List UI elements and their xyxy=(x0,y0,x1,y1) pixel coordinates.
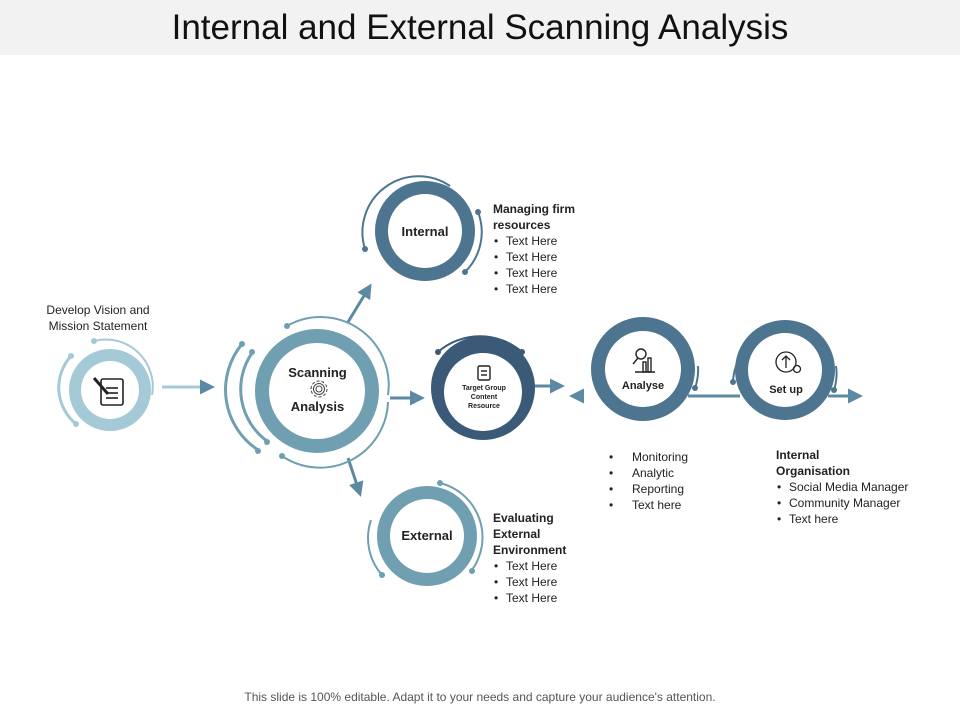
list-item: Text Here xyxy=(493,558,633,574)
list-item: Text Here xyxy=(493,249,633,265)
planning-node xyxy=(431,335,535,440)
internal-text-block: Managing firm resources Text Here Text H… xyxy=(493,201,633,297)
analytics-chart-icon xyxy=(632,348,655,373)
settings-upload-icon xyxy=(775,351,802,374)
list-item: Text Here xyxy=(493,590,633,606)
vision-caption: Develop Vision and Mission Statement xyxy=(46,303,150,333)
checklist-icon xyxy=(477,365,491,381)
setup-node xyxy=(730,320,838,420)
scanning-node xyxy=(224,316,390,469)
internal-node xyxy=(361,175,483,281)
fingerprint-icon xyxy=(310,380,328,398)
analyse-text-block: Monitoring Analytic Reporting Text here xyxy=(608,449,738,513)
vision-node xyxy=(57,338,154,431)
external-label: External xyxy=(401,528,453,543)
analyse-label: Analyse xyxy=(621,380,665,392)
list-item: Text Here xyxy=(493,265,633,281)
internal-label: Internal xyxy=(401,224,449,239)
list-item: Community Manager xyxy=(776,495,946,511)
list-item: Monitoring xyxy=(608,449,738,465)
list-item: Text Here xyxy=(493,574,633,590)
arrow-scanning-to-internal xyxy=(346,283,372,323)
scanning-label: Scanning Analysis xyxy=(288,365,347,414)
list-item: Reporting xyxy=(608,481,738,497)
external-node xyxy=(367,480,484,586)
list-item: Analytic xyxy=(608,465,738,481)
slide-title-bar: Internal and External Scanning Analysis xyxy=(0,0,960,55)
document-edit-icon xyxy=(92,377,124,406)
list-item: Text Here xyxy=(493,233,633,249)
footer-note: This slide is 100% editable. Adapt it to… xyxy=(244,690,716,704)
list-item: Text here xyxy=(776,511,946,527)
list-item: Text Here xyxy=(493,281,633,297)
arrow-scanning-to-external xyxy=(346,457,364,497)
slide-title: Internal and External Scanning Analysis xyxy=(171,7,789,47)
list-item: Social Media Manager xyxy=(776,479,946,495)
setup-text-block: Internal Organisation Social Media Manag… xyxy=(776,447,946,527)
external-text-block: Evaluating External Environment Text Her… xyxy=(493,510,633,606)
connector-arrows xyxy=(162,283,863,497)
analyse-node xyxy=(591,317,700,421)
planning-label: Target Group Content Resource xyxy=(462,385,506,410)
setup-label: Set up xyxy=(769,384,803,396)
list-item: Text here xyxy=(608,497,738,513)
